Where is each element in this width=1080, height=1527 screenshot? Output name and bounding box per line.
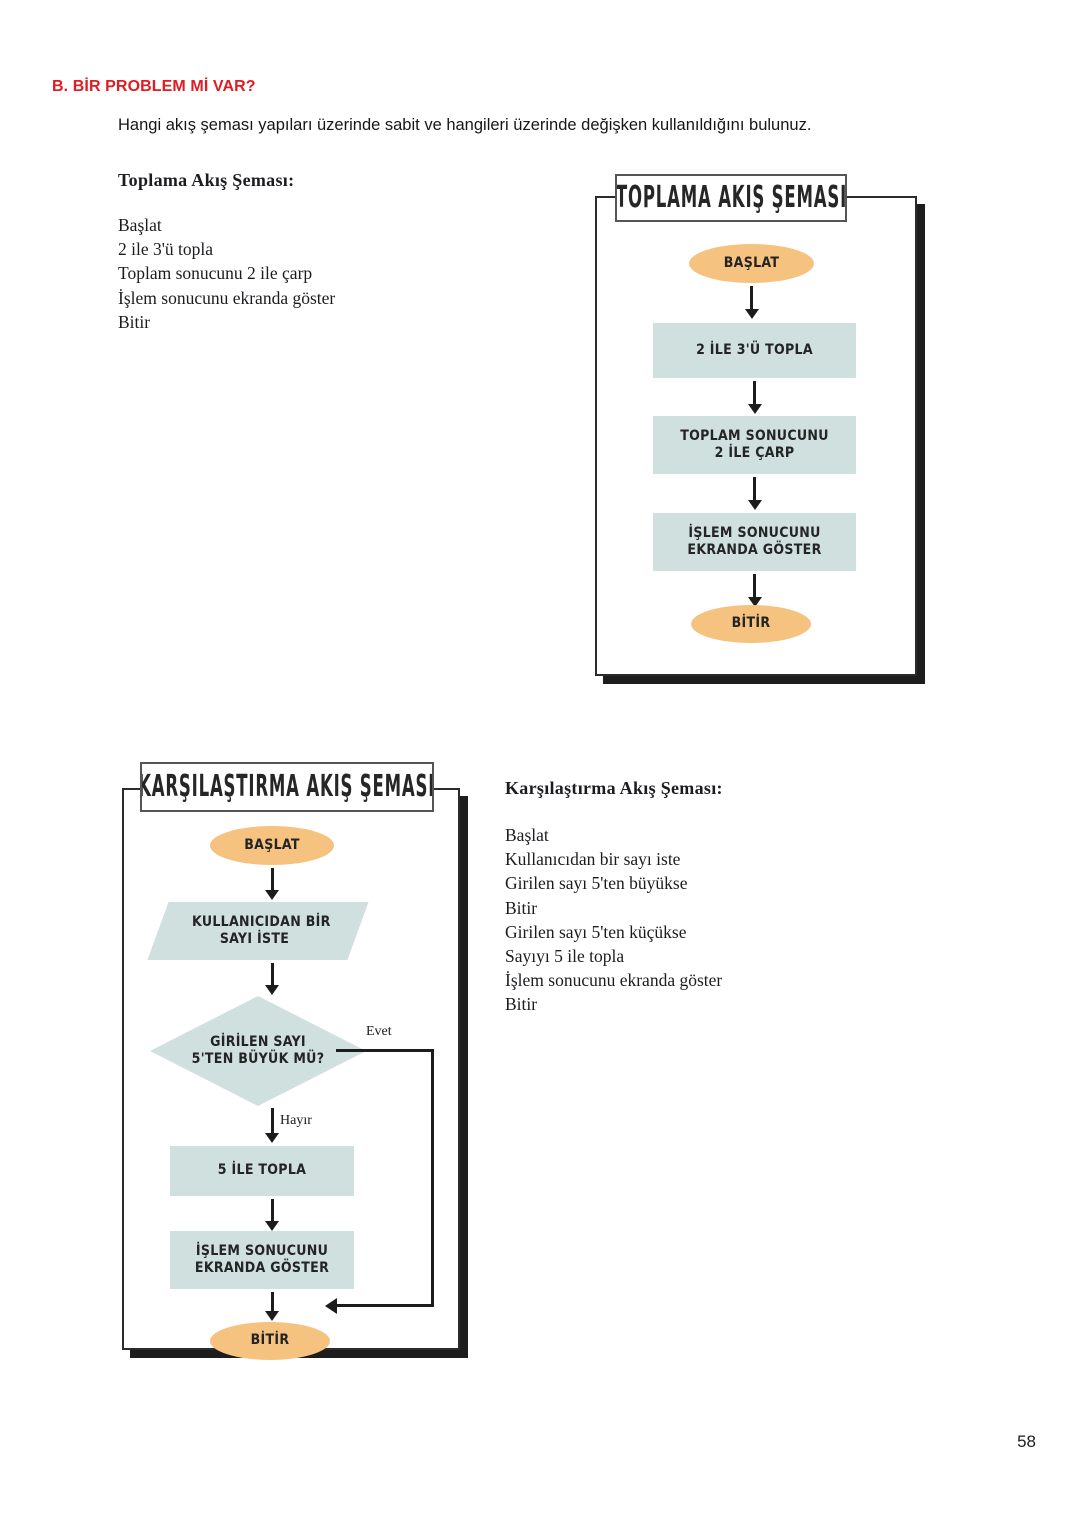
- arrow-down: [210, 963, 334, 995]
- node-label: 5 İLE TOPLA: [217, 1162, 307, 1179]
- node-bitir: BİTİR: [210, 1322, 330, 1360]
- node-label-line2: EKRANDA GÖSTER: [194, 1260, 330, 1276]
- arrow-down: [210, 1199, 334, 1231]
- node-baslat: BAŞLAT: [689, 244, 814, 283]
- node-label-line2: SAYI İSTE: [220, 931, 290, 947]
- node-label-line1: KULLANICIDAN BİR: [191, 913, 331, 930]
- toplama-pseudocode-line: Bitir: [118, 311, 151, 332]
- page-number: 58: [1017, 1432, 1036, 1451]
- node-label-line2: 2 İLE ÇARP: [714, 445, 795, 461]
- arrow-down: [689, 286, 814, 319]
- node-goster: İŞLEM SONUCUNU EKRANDA GÖSTER: [653, 513, 856, 571]
- evet-branch-vertical: [431, 1049, 434, 1307]
- arrow-down: [210, 868, 334, 900]
- karsilastirma-pseudocode-line: Bitir: [505, 994, 538, 1015]
- node-girilen-sayi-decision: GİRİLEN SAYI 5'TEN BÜYÜK MÜ?: [150, 996, 366, 1106]
- karsilastirma-pseudocode-line: Başlat: [505, 825, 549, 845]
- flowchart-title-text: KARŞILAŞTIRMA AKIŞ ŞEMASI: [140, 770, 434, 804]
- karsilastirma-pseudocode-line: Girilen sayı 5'ten büyükse: [505, 873, 688, 894]
- node-bitir: BİTİR: [691, 605, 811, 643]
- karsilastirma-pseudocode-title: Karşılaştırma Akış Şeması:: [505, 778, 723, 798]
- node-label: BAŞLAT: [723, 254, 780, 271]
- evet-branch-horizontal-bottom: [337, 1304, 434, 1307]
- node-carp: TOPLAM SONUCUNU 2 İLE ÇARP: [653, 416, 856, 474]
- edge-label-hayir: Hayır: [280, 1113, 312, 1128]
- evet-branch-arrowhead: [325, 1298, 337, 1314]
- node-label: BİTİR: [731, 615, 771, 632]
- node-label-line1: İŞLEM SONUCUNU: [195, 1242, 329, 1259]
- flowchart-title-box: KARŞILAŞTIRMA AKIŞ ŞEMASI: [140, 762, 434, 812]
- karsilastirma-pseudocode-line: Sayıyı 5 ile topla: [505, 946, 625, 967]
- flowchart-title-box: TOPLAMA AKIŞ ŞEMASI: [615, 174, 847, 222]
- karsilastirma-pseudocode-line: Bitir: [505, 897, 538, 918]
- karsilastirma-flowchart: KARŞILAŞTIRMA AKIŞ ŞEMASI BAŞLAT KULLANI…: [122, 762, 468, 1360]
- node-label-line2: EKRANDA GÖSTER: [687, 542, 822, 558]
- node-label: BİTİR: [250, 1332, 290, 1349]
- edge-label-evet: Evet: [366, 1024, 392, 1039]
- arrow-down: [653, 574, 856, 607]
- arrow-down: [653, 477, 856, 510]
- toplama-pseudocode-line: 2 ile 3'ü topla: [118, 239, 214, 260]
- arrow-down: [210, 1292, 334, 1321]
- node-label-line1: İŞLEM SONUCUNU: [688, 524, 821, 541]
- evet-branch-horizontal-top: [336, 1049, 434, 1052]
- arrow-down: [653, 381, 856, 414]
- node-label-line2: 5'TEN BÜYÜK MÜ?: [191, 1051, 325, 1067]
- karsilastirma-pseudocode-block: Karşılaştırma Akış Şeması: Başlat Kullan…: [505, 778, 723, 1017]
- node-label: BAŞLAT: [244, 836, 300, 853]
- node-label-line1: TOPLAM SONUCUNU: [680, 427, 829, 444]
- toplama-flowchart: TOPLAMA AKIŞ ŞEMASI BAŞLAT 2 İLE 3'Ü TOP…: [595, 174, 925, 684]
- toplama-pseudocode-title: Toplama Akış Şeması:: [118, 170, 295, 190]
- toplama-pseudocode-line: İşlem sonucunu ekranda göster: [118, 287, 336, 308]
- node-baslat: BAŞLAT: [210, 826, 334, 865]
- node-5-ile-topla: 5 İLE TOPLA: [170, 1146, 354, 1196]
- karsilastirma-pseudocode-line: Kullanıcıdan bir sayı iste: [505, 849, 681, 870]
- toplama-pseudocode-line: Başlat: [118, 215, 162, 235]
- toplama-pseudocode-block: Toplama Akış Şeması: Başlat 2 ile 3'ü to…: [118, 170, 335, 334]
- node-islem-sonucunu-goster: İŞLEM SONUCUNU EKRANDA GÖSTER: [170, 1231, 354, 1289]
- node-label-line1: GİRİLEN SAYI: [210, 1033, 306, 1050]
- arrow-down-hayir: [210, 1108, 334, 1144]
- page-section-heading: B. BİR PROBLEM Mİ VAR?: [52, 78, 256, 95]
- toplama-pseudocode-line: Toplam sonucunu 2 ile çarp: [118, 263, 313, 284]
- node-kullanicidan-sayi-iste: KULLANICIDAN BİR SAYI İSTE: [147, 902, 369, 960]
- karsilastirma-pseudocode-line: İşlem sonucunu ekranda göster: [505, 970, 723, 991]
- node-topla: 2 İLE 3'Ü TOPLA: [653, 323, 856, 378]
- karsilastirma-pseudocode-line: Girilen sayı 5'ten küçükse: [505, 921, 687, 942]
- intro-paragraph: Hangi akış şeması yapıları üzerinde sabi…: [118, 116, 812, 134]
- flowchart-title-text: TOPLAMA AKIŞ ŞEMASI: [615, 181, 847, 215]
- node-label: 2 İLE 3'Ü TOPLA: [696, 341, 813, 358]
